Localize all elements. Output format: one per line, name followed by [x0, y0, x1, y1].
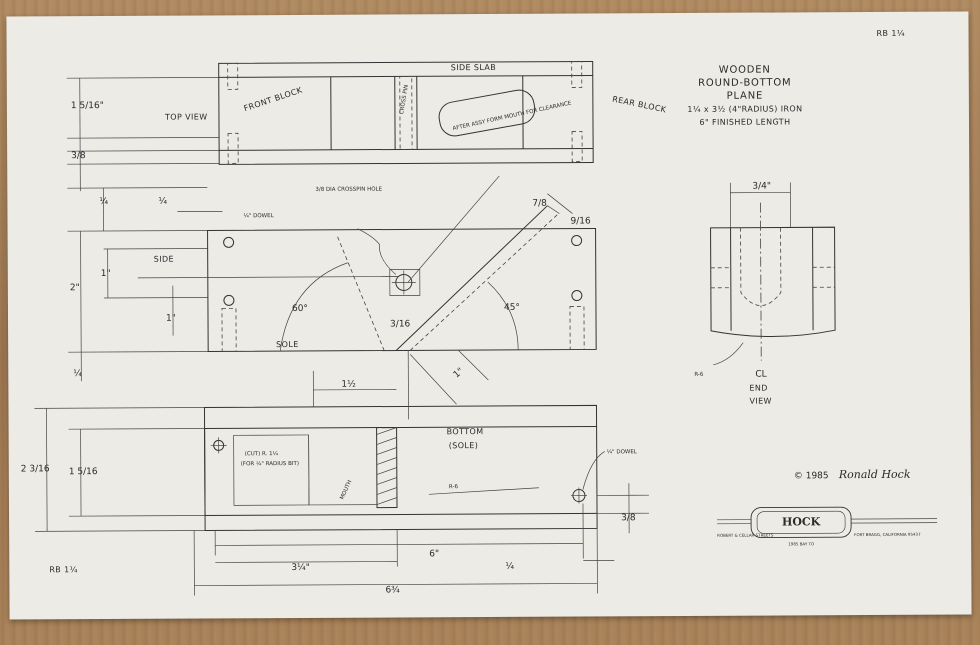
bottom-dim-height: 2 3/16	[21, 464, 50, 474]
bottom-dim-6: 6"	[429, 549, 439, 559]
end-view-label-2: VIEW	[749, 397, 771, 406]
logo-sub: 1985 BAY TO	[788, 541, 814, 546]
cut-note-1: (CUT) R. 1¼	[245, 451, 279, 457]
bottom-view: 2 3/16 1 5/16 1½ (CUT) R. 1¼ (FOR ¼" RAD…	[21, 370, 650, 596]
sole-label: SOLE	[276, 340, 299, 349]
side-dim-one-b: 1"	[166, 314, 176, 324]
title-block: WOODEN ROUND-BOTTOM PLANE 1¼ x 3½ (4"RAD…	[687, 65, 802, 127]
sheet-id-top: RB 1¼	[877, 29, 905, 38]
angle-bed: 45°	[504, 303, 520, 313]
title-line3: PLANE	[727, 91, 764, 102]
angle-chip: 60°	[292, 304, 308, 314]
side-label: SIDE	[154, 255, 174, 264]
bottom-dim-side: 3/8	[621, 513, 636, 523]
bottom-dim-1-half: 1½	[341, 380, 356, 390]
bottom-label-2: (SOLE)	[449, 441, 479, 450]
sheet-id-bottom: RB 1¼	[49, 565, 77, 574]
signature: Ronald Hock	[838, 468, 911, 481]
title-line4: 1¼ x 3½ (4"RADIUS) IRON	[687, 104, 802, 114]
top-view: 1 5/16" 3/8 SIDE SLAB TOP VIEW FRONT BLO…	[66, 60, 667, 192]
credit: © 1985 Ronald Hock	[794, 468, 911, 482]
bottom-dim-6-3-4: 6¾	[385, 585, 400, 595]
dim-1-diag: 1"	[452, 366, 466, 380]
copyright: © 1985	[794, 471, 829, 481]
side-dim-quarter-left: ¼	[158, 197, 167, 207]
title-line5: 6" FINISHED LENGTH	[699, 117, 790, 126]
bottom-dowel-label: ¼" DOWEL	[607, 449, 638, 455]
side-dim-quarter-top: ¼	[99, 197, 108, 207]
side-dowel-label: ¼" DOWEL	[243, 213, 274, 219]
drawing-sheet: RB 1¼ WOODEN ROUND-BOTTOM PLANE 1¼ x 3½ …	[6, 11, 972, 620]
cross-pin-label: CROSS PIN	[399, 84, 410, 114]
side-slab-label: SIDE SLAB	[451, 63, 497, 72]
dim-3-16: 3/16	[390, 319, 411, 329]
side-view: ¼ ¼ 2" 1" 1" ¼ SIDE 3/8 DIA CROSSPIN HOL…	[67, 175, 597, 420]
side-dim-one: 1"	[101, 269, 111, 279]
logo-brand: HOCK	[782, 515, 821, 528]
bottom-r6: R-6	[449, 484, 459, 490]
side-dim-height: 2"	[70, 283, 80, 293]
end-r6: R-6	[694, 372, 704, 378]
dim-7-8: 7/8	[532, 199, 547, 209]
end-view: 3/4" R-6 CL END VIEW	[694, 182, 836, 406]
plane-drawing: RB 1¼ WOODEN ROUND-BOTTOM PLANE 1¼ x 3½ …	[21, 29, 938, 596]
logo-left: ROBERT & CELLAR STREETS	[717, 533, 774, 538]
mouth-label: MOUTH	[339, 479, 353, 500]
bottom-dim-quarter: ¼	[505, 562, 514, 572]
mouth-note: AFTER ASSY FORM MOUTH FOR CLEARANCE	[452, 100, 572, 132]
hock-logo: HOCK ROBERT & CELLAR STREETS FORT BRAGG,…	[717, 506, 938, 546]
end-cl: CL	[755, 370, 766, 380]
bottom-label-1: BOTTOM	[447, 427, 484, 436]
title-line2: ROUND-BOTTOM	[698, 77, 791, 88]
bottom-dim-inner: 1 5/16	[69, 467, 98, 477]
bottom-dim-3-4: 3¼"	[291, 563, 310, 573]
top-dim-side: 3/8	[71, 151, 86, 161]
crosspin-label: 3/8 DIA CROSSPIN HOLE	[315, 187, 382, 193]
logo-right: FORT BRAGG, CALIFORNIA 95437	[854, 532, 921, 537]
top-view-label: TOP VIEW	[164, 112, 208, 121]
end-view-label-1: END	[749, 384, 767, 393]
front-block-label: FRONT BLOCK	[243, 85, 304, 113]
title-line1: WOODEN	[719, 65, 771, 76]
top-dim-height: 1 5/16"	[71, 101, 104, 111]
end-dim-top: 3/4"	[752, 182, 771, 192]
cut-note-2: (FOR ¼" RADIUS BIT)	[241, 461, 299, 467]
dim-9-16: 9/16	[570, 216, 591, 226]
rear-block-label: REAR BLOCK	[611, 94, 667, 114]
side-dim-quarter-bottom: ¼	[73, 369, 82, 379]
